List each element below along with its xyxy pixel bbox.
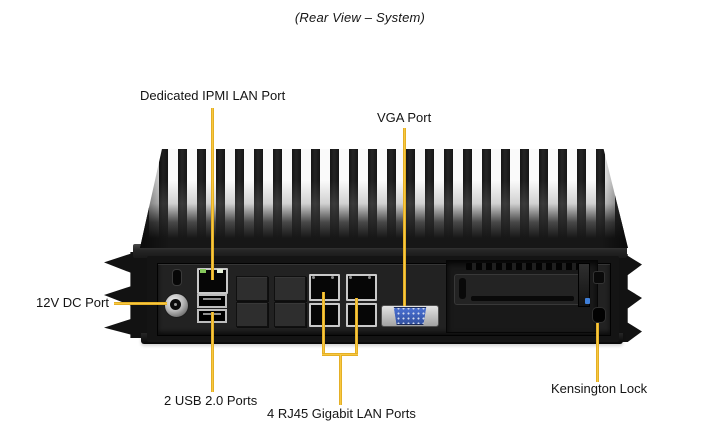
heatsink-side-fins-right	[616, 254, 642, 342]
lan-led	[331, 276, 334, 279]
usb-tongue	[203, 298, 221, 300]
blank-cutout-3	[236, 302, 268, 327]
ipmi-led-green	[200, 269, 206, 273]
bracket-retainer-bar	[578, 263, 590, 307]
figure-title: (Rear View – System)	[294, 10, 426, 25]
callout-line-lan-stem	[339, 355, 342, 405]
callout-line-lan-left	[322, 292, 325, 355]
bracket-slot-long	[471, 296, 574, 301]
bracket-slot	[459, 278, 466, 299]
blank-cutout-2	[274, 276, 306, 301]
lan-port-4	[346, 303, 377, 327]
expansion-vent-slots	[466, 263, 578, 270]
vga-port	[393, 307, 427, 325]
callout-line-usb	[211, 312, 214, 392]
lan-led	[312, 276, 315, 279]
ipmi-led-right	[217, 269, 223, 273]
blank-cutout-1	[236, 276, 268, 301]
callout-line-kensington	[596, 323, 599, 382]
label-ipmi: Dedicated IPMI LAN Port	[140, 88, 286, 103]
callout-line-dc	[114, 302, 167, 305]
callout-line-vga	[403, 128, 406, 306]
label-lan: 4 RJ45 Gigabit LAN Ports	[267, 406, 416, 421]
label-vga: VGA Port	[377, 110, 432, 125]
callout-line-ipmi	[211, 108, 214, 280]
label-usb: 2 USB 2.0 Ports	[164, 393, 258, 408]
blank-cutout-4	[274, 302, 306, 327]
heatsink-fins	[140, 149, 628, 248]
mounting-slot-hole	[172, 269, 182, 286]
heatsink-side-fins-left	[104, 252, 152, 338]
lan-led	[349, 276, 352, 279]
usb2-port-top	[197, 294, 227, 308]
panel-hole	[593, 271, 605, 284]
kensington-lock-slot	[592, 307, 606, 323]
lan-led	[368, 276, 371, 279]
dc-jack-pin	[174, 303, 177, 306]
callout-line-lan-bridge	[322, 353, 358, 356]
label-kensington: Kensington Lock	[551, 381, 648, 396]
callout-line-lan-right	[355, 298, 358, 355]
label-dc: 12V DC Port	[36, 295, 109, 310]
blue-led	[585, 298, 590, 304]
